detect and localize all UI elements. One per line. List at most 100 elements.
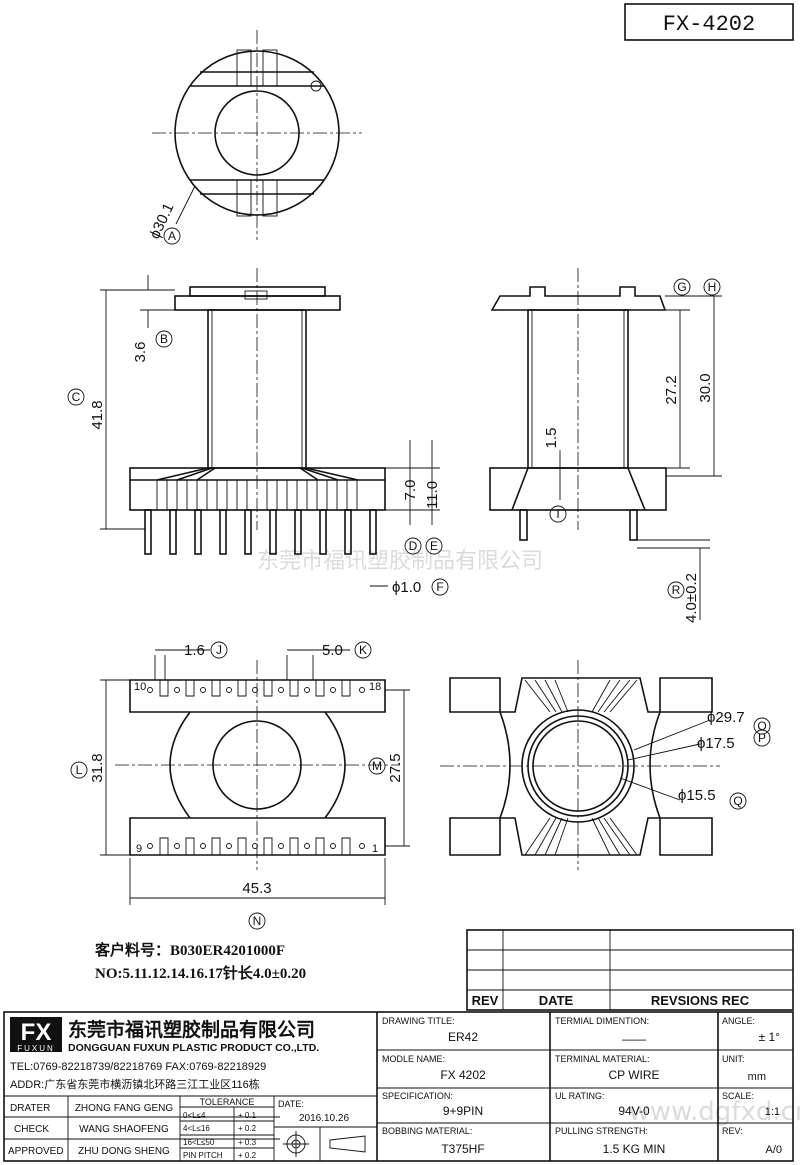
pin-1-label: 1 — [372, 843, 378, 855]
date-col-header: DATE — [539, 993, 574, 1008]
drawing-number: FX-4202 — [663, 12, 755, 37]
d-inner-text: ϕ15.5 — [678, 787, 716, 804]
terminal-dimension-value: —— — [622, 1032, 646, 1046]
pin-18-label: 18 — [369, 681, 381, 693]
label-k: K — [359, 643, 367, 657]
drawing-title-label: DRAWING TITLE: — [382, 1016, 455, 1026]
tol-value-2: + 0.2 — [238, 1124, 257, 1133]
company-addr: ADDR:广东省东莞市横沥镇北环路三江工业区116栋 — [10, 1077, 260, 1091]
company-name-en: DONGGUAN FUXUN PLASTIC PRODUCT CO.,LTD. — [68, 1042, 319, 1054]
bottom-view: 10 18 9 1 1.6 J 5.0 K 31.8 L 27.5 M 45.3… — [70, 641, 410, 930]
tol-value-4: + 0.2 — [238, 1151, 257, 1160]
label-r: R — [672, 583, 681, 597]
label-e: E — [430, 539, 438, 553]
approved-value: ZHU DONG SHENG — [78, 1146, 170, 1157]
pulling-strength-label: PULLING STRENGTH: — [555, 1126, 648, 1136]
check-label: CHECK — [14, 1124, 49, 1135]
tolerance-label: TOLERANCE — [200, 1097, 255, 1107]
notes: 客户料号：B030ER4201000F NO:5.11.12.14.16.17针… — [94, 941, 306, 982]
pitch-text: 5.0 — [322, 642, 343, 659]
unit-label: UNIT: — [722, 1054, 745, 1064]
rev-label: REV: — [722, 1126, 743, 1136]
approved-label: APPROVED — [8, 1146, 64, 1157]
projection-symbol-icon — [283, 1131, 366, 1157]
base-plus-text: 11.0 — [424, 481, 441, 509]
customer-part-note: 客户料号：B030ER4201000F — [94, 941, 285, 959]
watermark: 东莞市福讯塑胶制品有限公司 www.dgfxd.cn — [257, 549, 800, 1127]
watermark-company-text: 东莞市福讯塑胶制品有限公司 — [257, 549, 543, 574]
terminal-material-value: CP WIRE — [608, 1068, 659, 1082]
d-outer-text: ϕ29.7 — [707, 709, 745, 726]
specification-label: SPECIFICATION: — [382, 1091, 453, 1101]
rev-col-header: REV — [472, 993, 499, 1008]
ul-rating-label: UL RATING: — [555, 1091, 605, 1101]
terminal-material-label: TERMINAL MATERIAL: — [555, 1054, 650, 1064]
drawing-title-value: ER42 — [448, 1030, 478, 1044]
logo-sub-text: FUXUN — [17, 1044, 55, 1053]
overall-depth-text: 31.8 — [89, 753, 106, 782]
slot-width-text: 1.6 — [184, 642, 205, 659]
tol-value-1: + 0.1 — [238, 1111, 257, 1120]
terminal-dimension-label: TERMIAL DIMENTION: — [555, 1016, 649, 1026]
tol-range-1: 0<L≤4 — [183, 1111, 206, 1120]
label-b: B — [160, 332, 168, 346]
ul-rating-value: 94V-0 — [618, 1104, 650, 1118]
company-name-cn: 东莞市福讯塑胶制品有限公司 — [68, 1018, 315, 1041]
module-name-label: MODLE NAME: — [382, 1054, 445, 1064]
scale-label: SCALE: — [722, 1091, 754, 1101]
angle-value: ± 1° — [759, 1030, 781, 1044]
label-h: H — [708, 280, 717, 294]
specification-value: 9+9PIN — [443, 1104, 483, 1118]
drawing-number-box: FX-4202 — [624, 3, 794, 41]
revisions-col-header: REVSIONS REC — [651, 993, 750, 1008]
pin-10-label: 10 — [134, 681, 146, 693]
side-height-b-text: 30.0 — [697, 373, 714, 402]
pin-length-text: 4.0±0.2 — [683, 573, 700, 623]
unit-value: mm — [748, 1071, 766, 1083]
tol-range-2: 4<L≤16 — [183, 1124, 210, 1133]
front-height-text: 41.8 — [89, 400, 106, 429]
revision-table: REV DATE REVSIONS REC — [466, 929, 794, 1011]
check-value: WANG SHAOFENG — [79, 1124, 169, 1135]
logo-text: FX — [21, 1019, 52, 1046]
bobbin-material-value: T375HF — [441, 1142, 484, 1156]
label-o: O — [757, 719, 766, 733]
top-view: ϕ30.1 A — [146, 30, 362, 245]
inner-depth-text: 27.5 — [387, 753, 404, 782]
bobbin-material-label: BOBBING MATERIAL: — [382, 1126, 472, 1136]
rev-value: A/0 — [765, 1144, 782, 1156]
angle-label: ANGLE: — [722, 1016, 755, 1026]
label-l: L — [76, 763, 83, 777]
flange-thickness-text: 3.6 — [132, 342, 149, 363]
label-q: Q — [733, 794, 742, 808]
front-view: 41.8 C 3.6 B 7.0 11.0 D E ϕ1.0 F — [67, 268, 449, 596]
date-label: DATE: — [278, 1099, 304, 1109]
title-block: FX FUXUN 东莞市福讯塑胶制品有限公司 DONGGUAN FUXUN PL… — [3, 1011, 794, 1162]
label-n: N — [253, 914, 262, 928]
date-value: 2016.10.26 — [299, 1113, 349, 1124]
module-name-value: FX 4202 — [440, 1068, 486, 1082]
label-g: G — [677, 280, 686, 294]
section-view: ϕ29.7 O ϕ17.5 P ϕ15.5 Q — [440, 660, 771, 870]
pin-length-note: NO:5.11.12.14.16.17针长4.0±0.20 — [95, 964, 306, 982]
side-height-a-text: 27.2 — [663, 375, 680, 404]
label-m: M — [372, 759, 382, 773]
drater-label: DRATER — [10, 1103, 50, 1114]
drater-value: ZHONG FANG GENG — [75, 1103, 174, 1114]
base-height-text: 7.0 — [402, 480, 419, 501]
tol-range-3: 16<L≤50 — [183, 1138, 215, 1147]
tol-range-4: PIN PITCH — [183, 1151, 223, 1160]
label-p: P — [758, 731, 766, 745]
overall-width-text: 45.3 — [242, 880, 271, 897]
label-a: A — [168, 229, 176, 243]
label-d: D — [409, 539, 418, 553]
label-f: F — [436, 580, 443, 594]
pulling-strength-value: 1.5 KG MIN — [603, 1142, 666, 1156]
tol-value-3: + 0.3 — [238, 1138, 257, 1147]
label-i: I — [556, 507, 559, 521]
pin-9-label: 9 — [136, 843, 142, 855]
wall-text: 1.5 — [543, 428, 560, 449]
label-c: C — [72, 390, 81, 404]
company-tel: TEL:0769-82218739/82218769 FAX:0769-8221… — [10, 1061, 266, 1073]
